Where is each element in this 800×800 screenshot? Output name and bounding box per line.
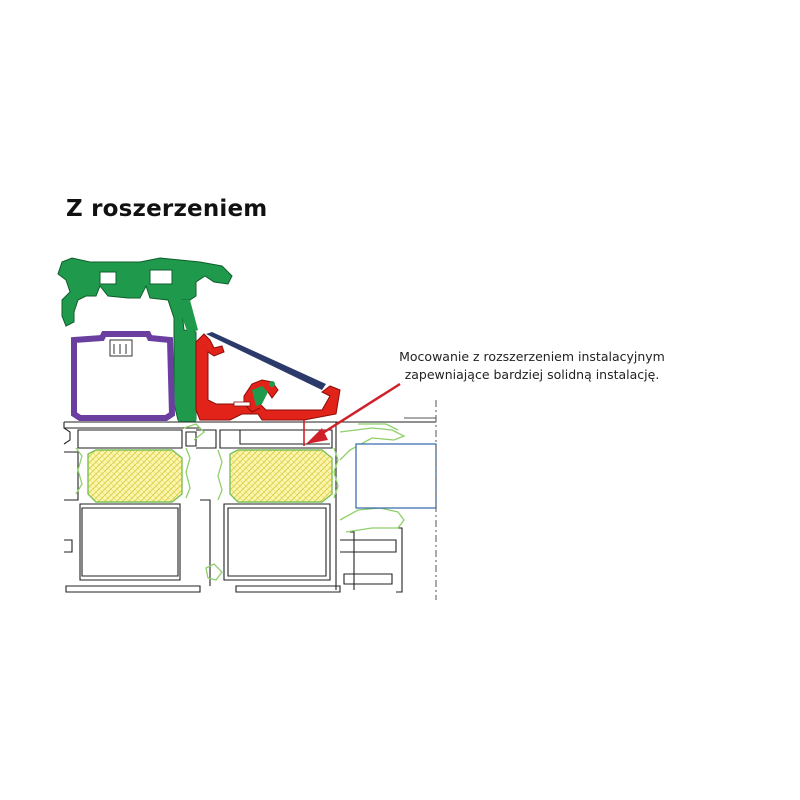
green-seals	[252, 381, 275, 406]
callout-arrow	[303, 382, 401, 446]
window-profile-lower	[63, 421, 436, 593]
insulation-cores	[87, 449, 333, 503]
navy-cover-strip	[206, 332, 326, 390]
callout-annotation: Mocowanie z rozszerzeniem instalacyjnym …	[384, 348, 680, 384]
green-top-profile	[57, 257, 233, 422]
purple-frame	[71, 331, 176, 421]
wall-opening	[355, 400, 437, 600]
callout-line-1: Mocowanie z rozszerzeniem instalacyjnym	[399, 349, 665, 364]
diagram-title: Z roszerzeniem	[66, 196, 268, 222]
callout-line-2: zapewniające bardziej solidną instalację…	[404, 367, 660, 382]
seal-outlines	[75, 423, 406, 581]
red-extension	[195, 333, 341, 421]
